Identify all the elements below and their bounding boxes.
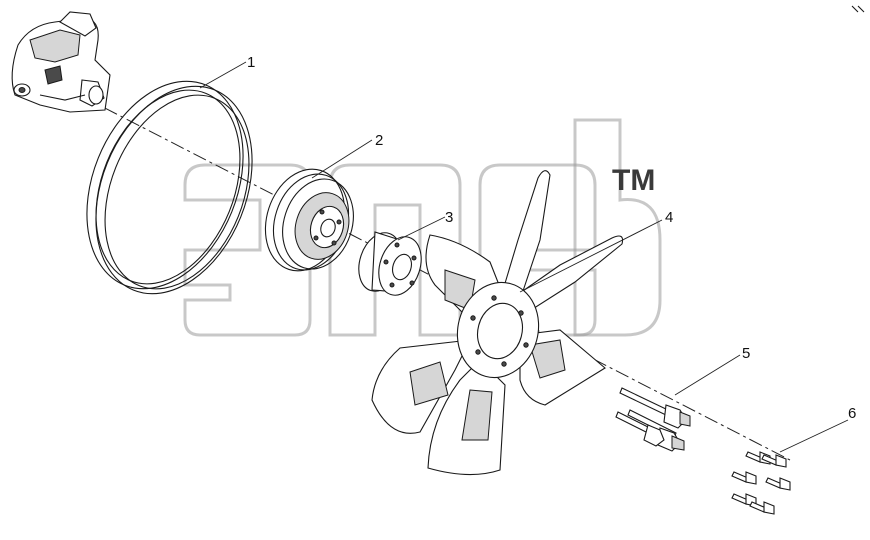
short-bolt (765, 477, 791, 491)
drive-belt (86, 80, 253, 295)
water-pump (11, 11, 111, 113)
leader-line-4 (519, 219, 663, 293)
leader-line-6 (779, 419, 849, 453)
cooling-fan (371, 170, 624, 476)
corner-mark-icon (851, 5, 865, 13)
trademark-label: TM (612, 164, 655, 197)
short-bolt (749, 501, 775, 515)
fan-spacer-hub (358, 231, 422, 296)
leader-lines (199, 61, 849, 453)
assembly-axis-line (59, 84, 791, 461)
callout-3: 3 (445, 209, 453, 226)
short-bolt (731, 471, 757, 485)
short-bolt (761, 454, 787, 468)
leader-line-1 (199, 61, 247, 89)
leader-line-3 (397, 216, 446, 241)
callout-2: 2 (375, 132, 383, 149)
watermark-logo: TM (183, 118, 662, 337)
leader-line-2 (311, 139, 373, 179)
fan-mounting-bolts (615, 387, 691, 452)
leader-line-5 (674, 354, 741, 396)
crankshaft-pulley (264, 168, 354, 272)
callout-4: 4 (665, 209, 673, 226)
callout-1: 1 (247, 54, 255, 71)
callout-5: 5 (742, 345, 750, 362)
callout-6: 6 (848, 405, 856, 422)
short-bolts (731, 451, 791, 515)
